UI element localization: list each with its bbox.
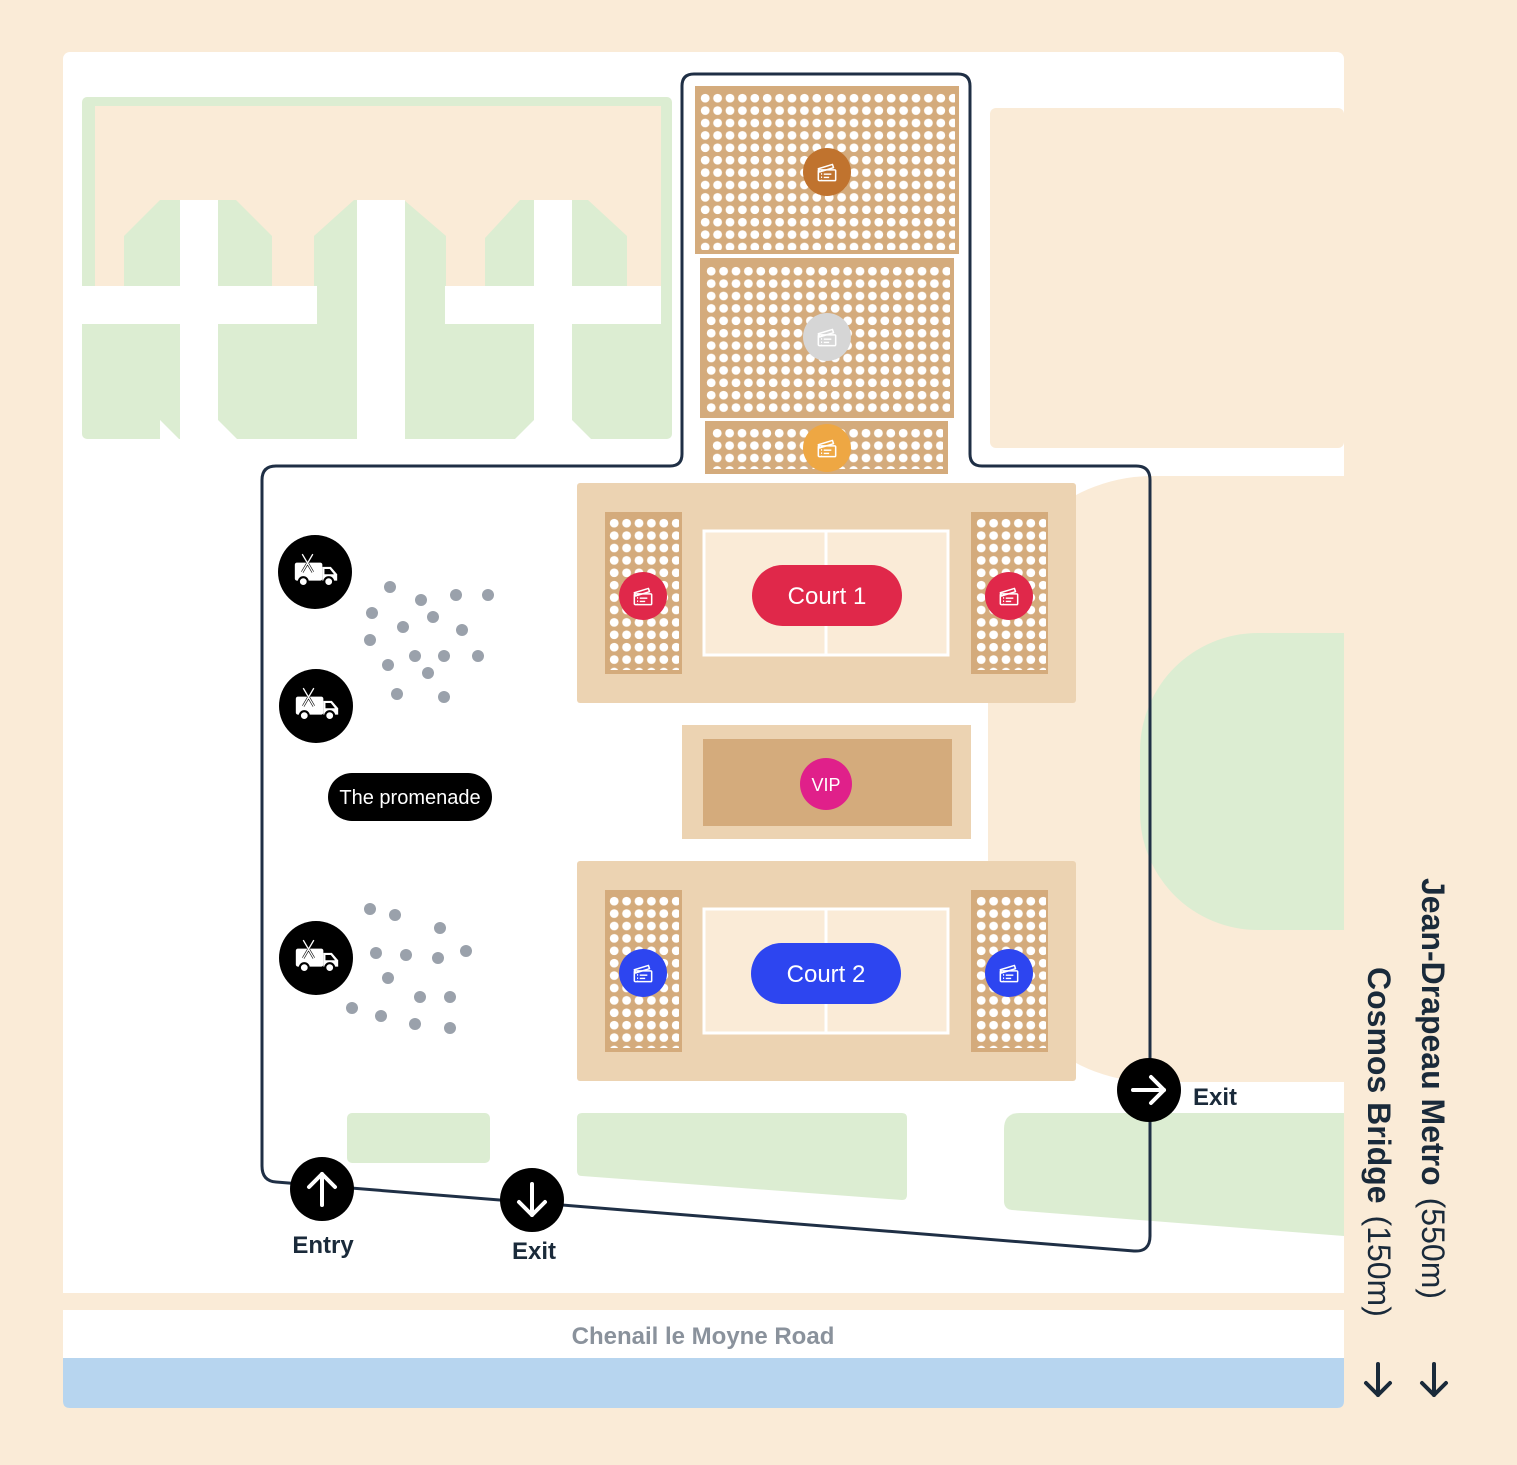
direction-jean-drapeau[interactable]: Jean-Drapeau Metro (550m) — [1415, 878, 1451, 1397]
crowd-dots — [346, 581, 494, 1034]
ticket-icon[interactable] — [985, 572, 1033, 620]
court-1-label: Court 1 — [788, 583, 867, 610]
food-truck-icon[interactable] — [279, 921, 353, 995]
svg-text:Cosmos Bridge(150m): Cosmos Bridge (150m) — [1361, 967, 1397, 1317]
ticket-icon[interactable] — [803, 424, 851, 472]
svg-text:Jean-Drapeau Metro(550m): Jean-Drapeau Metro (550m) — [1415, 878, 1451, 1299]
promenade-badge[interactable]: The promenade — [328, 773, 492, 821]
vip-badge[interactable]: VIP — [800, 758, 852, 810]
entry-marker[interactable]: Entry — [290, 1157, 354, 1259]
venue-boundary — [260, 72, 1152, 1253]
green-space — [1140, 633, 1344, 930]
food-truck-icon[interactable] — [278, 535, 352, 609]
water — [63, 1358, 1344, 1408]
ticket-icon[interactable] — [619, 949, 667, 997]
entry-label: Entry — [292, 1232, 354, 1259]
building-block — [990, 108, 1344, 448]
green-strip — [347, 1113, 490, 1163]
promenade-label: The promenade — [339, 787, 480, 809]
arrow-up-icon — [307, 1172, 337, 1207]
court-2-label: Court 2 — [787, 961, 866, 988]
ticket-icon[interactable] — [803, 148, 851, 196]
green-strip — [577, 1113, 907, 1200]
arrow-down-icon — [517, 1182, 547, 1217]
direction-place: Jean-Drapeau Metro — [1415, 878, 1451, 1186]
exit-right-marker[interactable]: Exit — [1117, 1058, 1237, 1122]
vip-label: VIP — [811, 775, 840, 795]
arrow-down-icon — [1420, 1362, 1448, 1397]
court-1-badge[interactable]: Court 1 — [752, 565, 902, 626]
direction-distance: (150m) — [1361, 1215, 1397, 1316]
garden — [82, 97, 672, 440]
exit-right-label: Exit — [1193, 1084, 1237, 1111]
direction-cosmos-bridge[interactable]: Cosmos Bridge (150m) — [1361, 967, 1397, 1397]
ticket-marker-lower — [803, 424, 851, 472]
vip-area — [682, 725, 971, 839]
direction-place: Cosmos Bridge — [1361, 967, 1397, 1203]
food-truck-icon[interactable] — [279, 669, 353, 743]
exit-bottom-marker[interactable]: Exit — [500, 1168, 564, 1265]
road-label: Chenail le Moyne Road — [572, 1323, 835, 1350]
sidewalk — [63, 1293, 1344, 1310]
ticket-icon[interactable] — [985, 949, 1033, 997]
ticket-icon[interactable] — [619, 572, 667, 620]
exit-bottom-label: Exit — [512, 1238, 556, 1265]
ticket-marker-middle — [803, 313, 851, 361]
ticket-marker-top — [803, 148, 851, 196]
direction-distance: (550m) — [1415, 1198, 1451, 1299]
arrow-right-icon — [1131, 1075, 1166, 1105]
arrow-down-icon — [1364, 1362, 1392, 1397]
court-2-badge[interactable]: Court 2 — [751, 943, 901, 1004]
ticket-icon[interactable] — [803, 313, 851, 361]
green-strip — [1004, 1113, 1344, 1236]
